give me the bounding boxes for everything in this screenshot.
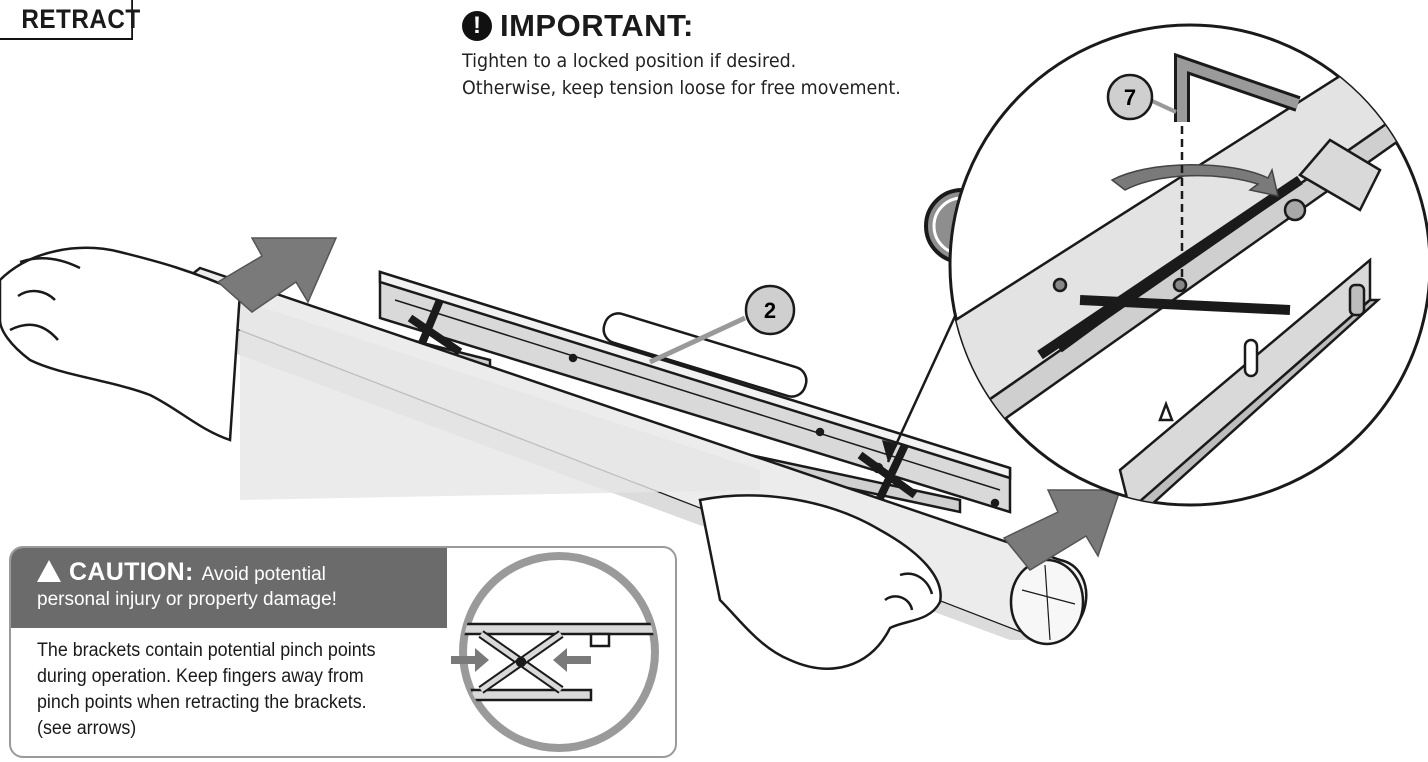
caution-box: CAUTION: Avoid potential personal injury… [9, 546, 677, 758]
detail-zoom-circle: 7 [948, 23, 1428, 507]
caution-subtitle-1: Avoid potential [201, 564, 326, 585]
important-line-2: Otherwise, keep tension loose for free m… [462, 77, 901, 99]
callout-7-label: 7 [1124, 85, 1136, 110]
caution-body-line-3: pinch points when retracting the bracket… [37, 692, 367, 713]
pinch-arrow-left [451, 648, 489, 672]
caution-label: CAUTION: [69, 558, 194, 586]
right-scissor-bracket [748, 443, 962, 514]
pinch-point-detail [451, 552, 659, 752]
left-hand [0, 246, 242, 442]
caution-body-line-2: during operation. Keep fingers away from [37, 666, 364, 687]
caution-body: The brackets contain potential pinch poi… [37, 638, 477, 742]
right-hand [698, 494, 942, 670]
push-arrow-right [1002, 489, 1122, 571]
caution-body-line-1: The brackets contain potential pinch poi… [37, 640, 376, 661]
retract-tab: RETRACT [0, 0, 140, 40]
pinch-arrow-right [553, 648, 591, 672]
caution-header: CAUTION: Avoid potential personal injury… [11, 548, 447, 628]
push-arrow-left [216, 237, 338, 313]
important-header: ! IMPORTANT: [462, 4, 939, 48]
important-line-1: Tighten to a locked position if desired. [462, 50, 797, 72]
callout-2-label: 2 [764, 298, 776, 323]
bar-shadow [240, 300, 760, 500]
important-note: ! IMPORTANT: Tighten to a locked positio… [462, 4, 939, 102]
exclamation-icon: ! [462, 11, 492, 41]
warning-triangle-icon [37, 560, 61, 582]
important-title: IMPORTANT: [500, 8, 694, 43]
caution-body-line-4: (see arrows) [37, 718, 137, 739]
bracket-rail [378, 270, 1012, 514]
callout-part-2: 2 [648, 284, 796, 365]
caution-subtitle-2: personal injury or property damage! [37, 589, 337, 610]
